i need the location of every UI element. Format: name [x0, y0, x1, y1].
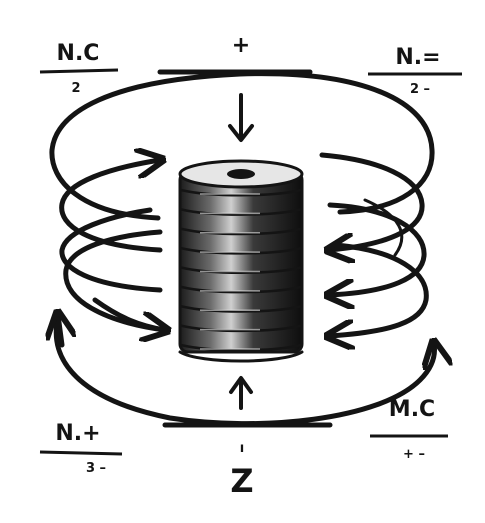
label-top-right: N.= 2 –: [368, 45, 462, 97]
top-symbol: +: [232, 33, 250, 58]
coil-layer-line: [180, 343, 302, 352]
label-bottom-left-numerator: N.+: [55, 421, 100, 446]
coil-layer-line: [180, 305, 302, 313]
label-bottom-right: M.C + –: [370, 397, 448, 462]
fraction-bar: [39, 68, 119, 74]
label-top-left-denominator: 2: [71, 81, 80, 96]
label-bottom-left: N.+ 3 –: [39, 421, 123, 476]
coil-layer-line: [180, 266, 302, 274]
coil-layer-line: [180, 246, 302, 255]
bottom-tick: ı: [240, 441, 244, 456]
coil-layer-line: [180, 188, 302, 197]
label-top-left: N.C 2: [39, 41, 119, 96]
solenoid-coil-icon: [178, 159, 304, 363]
coil-layer-line: [180, 208, 302, 216]
label-bottom-left-denominator: 3 –: [86, 461, 106, 476]
arrow-down-icon: [228, 93, 254, 142]
label-top-right-denominator: 2 –: [410, 82, 430, 97]
coil-layer-line: [180, 285, 302, 294]
label-bottom-right-denominator: + –: [403, 447, 425, 462]
outer-field-loop-top: [49, 69, 435, 221]
field-loops-left: [59, 160, 165, 330]
label-top-left-numerator: N.C: [57, 41, 100, 66]
arrow-up-icon: [229, 376, 253, 410]
label-bottom-right-numerator: M.C: [389, 397, 435, 422]
outer-field-loop-bottom: [56, 315, 434, 428]
coil-layer-line: [180, 227, 302, 236]
field-loops-right: [319, 152, 429, 336]
fraction-bar: [39, 450, 123, 456]
label-top-right-numerator: N.=: [395, 45, 440, 70]
bottom-symbol: Z: [230, 462, 253, 500]
coil-layer-line: [180, 324, 302, 333]
